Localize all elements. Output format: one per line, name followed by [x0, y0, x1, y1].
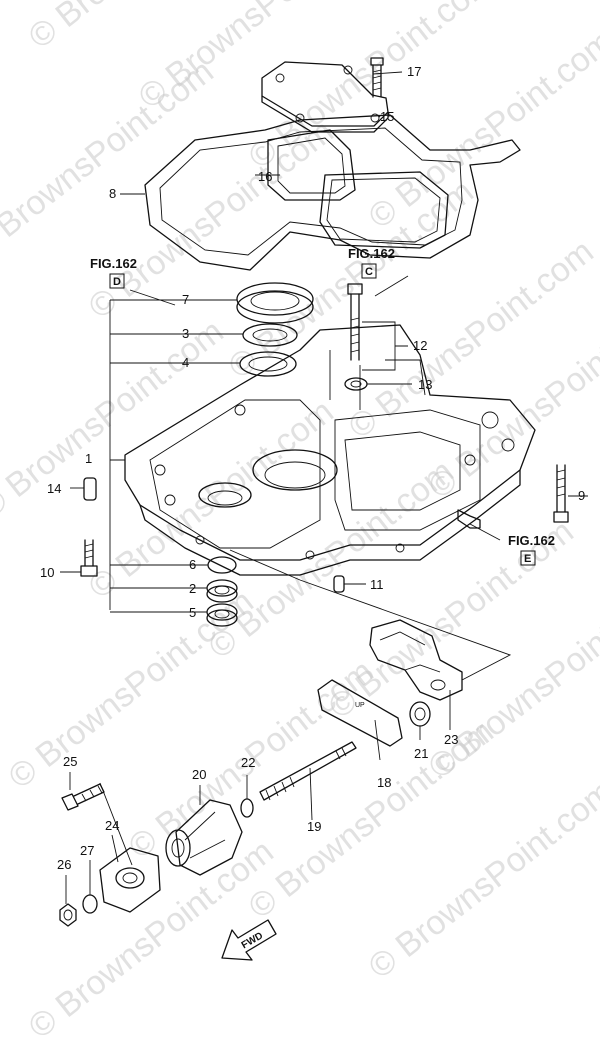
part-24-bracket	[99, 847, 161, 913]
part-17-bolt	[370, 57, 384, 98]
callout-8: 8	[109, 186, 116, 201]
part-15-cover-plate	[261, 61, 389, 133]
part-25-bolt	[61, 783, 105, 811]
callout-14: 14	[47, 481, 61, 496]
callout-18: 18	[377, 775, 391, 790]
fig-ref-d-box: D	[113, 276, 121, 288]
fig-ref-d-title: FIG.162	[90, 256, 137, 271]
part-10-bolt	[80, 539, 98, 577]
part-3-ring	[242, 323, 298, 347]
part-6-circlip	[207, 556, 237, 574]
part-27-washer	[82, 894, 98, 914]
fwd-direction-arrow: FWD	[221, 919, 277, 961]
callout-10: 10	[40, 565, 54, 580]
callout-11: 11	[370, 577, 384, 592]
callout-2: 2	[189, 581, 196, 596]
fig-ref-e-title: FIG.162	[508, 533, 555, 548]
fig-ref-e-box: E	[524, 553, 531, 565]
callout-17: 17	[407, 64, 421, 79]
callout-27: 27	[80, 843, 94, 858]
callout-25: 25	[63, 754, 77, 769]
part-9-bolt	[553, 464, 569, 523]
part-7-oil-seal	[236, 282, 314, 324]
part-8-gasket	[144, 114, 521, 271]
callout-6: 6	[189, 557, 196, 572]
callout-26: 26	[57, 857, 71, 872]
part-13-washer	[344, 377, 368, 391]
callout-24: 24	[105, 818, 119, 833]
callout-3: 3	[182, 326, 189, 341]
fig-ref-c: FIG.162 C	[348, 246, 395, 279]
part-1-housing	[124, 324, 536, 576]
callout-5: 5	[189, 605, 196, 620]
fig-ref-c-box: C	[365, 266, 373, 278]
leader-lines	[60, 71, 588, 904]
fig-ref-d: FIG.162 D	[90, 256, 137, 289]
part-21-nut	[409, 701, 431, 727]
plate-stamp-up: UP	[355, 702, 365, 709]
callout-19: 19	[307, 819, 321, 834]
callout-23: 23	[444, 732, 458, 747]
callout-4: 4	[182, 355, 189, 370]
callout-13: 13	[418, 377, 432, 392]
callout-labels: 1234567891011121314151617181920212223242…	[40, 64, 585, 872]
callout-20: 20	[192, 767, 206, 782]
part-14-dowel-pin	[83, 477, 97, 501]
part-4-ring	[239, 351, 297, 377]
part-26-nut	[59, 903, 77, 927]
callout-9: 9	[578, 488, 585, 503]
callout-7: 7	[182, 292, 189, 307]
part-20-mount	[165, 799, 243, 876]
callout-22: 22	[241, 755, 255, 770]
part-19-stud	[259, 741, 357, 801]
callout-21: 21	[414, 746, 428, 761]
callout-15: 15	[380, 109, 394, 124]
callout-16: 16	[258, 169, 272, 184]
fig-ref-e: FIG.162 E	[508, 533, 555, 566]
part-23-bracket	[369, 619, 463, 701]
callout-1: 1	[85, 451, 92, 466]
part-22-washer	[240, 798, 254, 818]
callout-12: 12	[413, 338, 427, 353]
part-18-plate: UP	[317, 679, 403, 747]
part-16-gasket	[267, 129, 356, 201]
fig-ref-c-title: FIG.162	[348, 246, 395, 261]
